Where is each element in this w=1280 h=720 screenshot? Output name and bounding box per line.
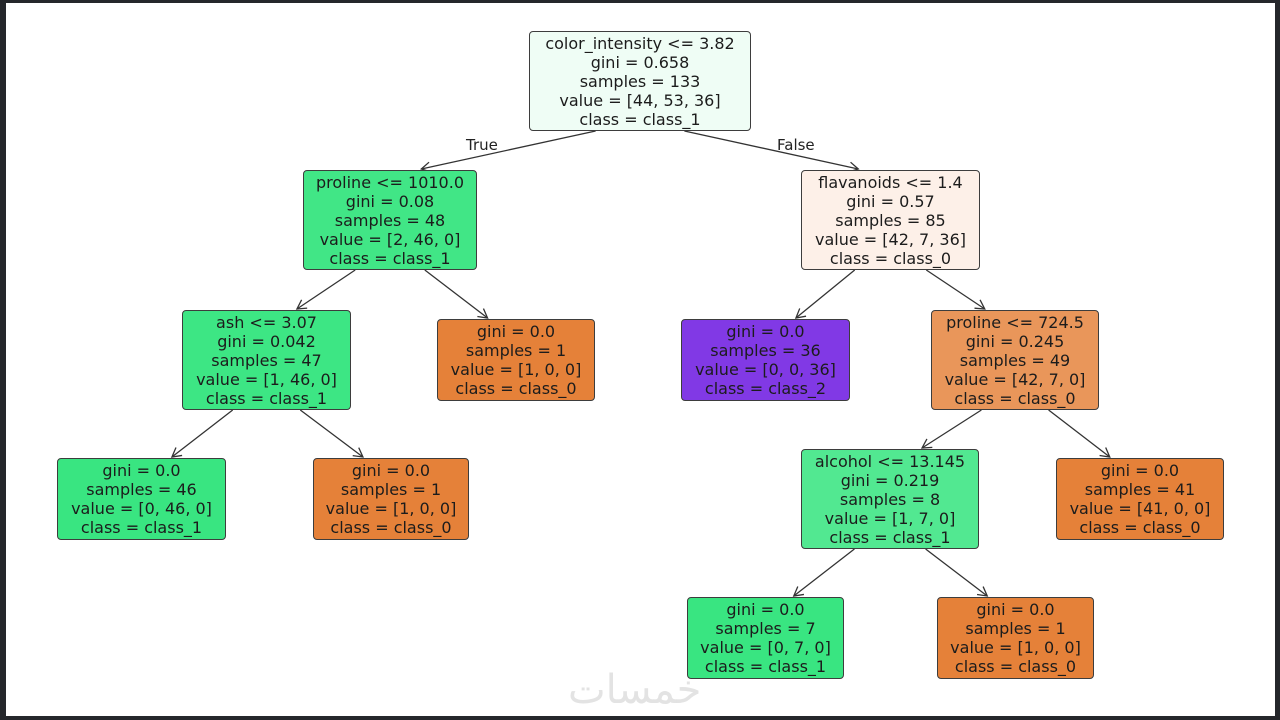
node-text-line: alcohol <= 13.145 [814, 451, 966, 471]
node-text-line: value = [1, 0, 0] [450, 360, 582, 379]
node-text-line: proline <= 724.5 [946, 312, 1084, 332]
node-text-line: class = class_1 [80, 518, 203, 537]
node-text-line: value = [0, 0, 36] [695, 360, 836, 379]
node-text-line: samples = 85 [835, 210, 946, 230]
tree-edge [299, 409, 364, 458]
node-text-line: gini = 0.57 [846, 191, 935, 211]
node-text-line: samples = 47 [211, 350, 322, 370]
node-text-line: gini = 0.0 [726, 322, 805, 341]
node-text-line: value = [0, 7, 0] [700, 638, 831, 657]
node-text-line: value = [2, 46, 0] [319, 229, 461, 249]
tree-edges [170, 130, 1111, 597]
node-text-line: class = class_1 [205, 388, 328, 408]
tree-edge [684, 130, 860, 173]
tree-edge [792, 548, 855, 597]
node-text-line: samples = 133 [579, 71, 701, 91]
node-text-line: class = class_1 [829, 527, 951, 547]
tree-edge [295, 269, 356, 310]
edge-label-false: False [777, 136, 815, 154]
node-text-line: class = class_0 [330, 518, 452, 537]
node-text-line: value = [1, 0, 0] [325, 499, 457, 518]
tree-edge [925, 269, 986, 310]
node-text-line: gini = 0.658 [590, 52, 690, 72]
node-text-line: gini = 0.219 [840, 470, 940, 490]
node-text-line: gini = 0.0 [1100, 461, 1180, 480]
node-text-line: class = class_1 [579, 109, 701, 129]
node-text-line: samples = 8 [839, 489, 941, 509]
node-text-line: value = [42, 7, 36] [814, 229, 966, 249]
node-text-line: gini = 0.0 [102, 461, 181, 480]
node-text-line: class = class_0 [455, 379, 577, 398]
node-text-line: gini = 0.0 [976, 600, 1055, 619]
node-text-line: gini = 0.245 [965, 331, 1065, 351]
tree-edge [424, 269, 489, 319]
node-text-line: gini = 0.042 [217, 331, 316, 351]
node-text-line: samples = 48 [334, 210, 446, 230]
node-text-line: value = [1, 0, 0] [950, 638, 1081, 657]
tree-edge [920, 409, 982, 449]
node-text-line: samples = 7 [715, 619, 816, 638]
node-text-line: gini = 0.0 [351, 461, 431, 480]
node-text-line: value = [0, 46, 0] [71, 499, 212, 518]
node-text-line: flavanoids <= 1.4 [818, 172, 963, 192]
node-text-line: value = [1, 46, 0] [196, 369, 337, 389]
node-text-line: class = class_0 [954, 388, 1076, 408]
node-text-line: class = class_0 [829, 248, 952, 268]
watermark: خمسات [568, 667, 702, 713]
node-text-line: gini = 0.0 [726, 600, 805, 619]
edge-label-true: True [466, 136, 498, 154]
node-text-line: ash <= 3.07 [216, 312, 317, 332]
tree-edge [170, 409, 234, 458]
node-text-line: gini = 0.0 [476, 322, 556, 341]
node-text-line: value = [44, 53, 36] [559, 90, 721, 110]
tree-edge [794, 269, 856, 319]
node-text-line: proline <= 1010.0 [315, 172, 464, 192]
node-text-line: samples = 41 [1084, 480, 1196, 499]
node-text-line: class = class_0 [954, 657, 1077, 676]
node-text-line: class = class_0 [1079, 518, 1201, 537]
node-text-line: value = [41, 0, 0] [1069, 499, 1211, 518]
node-text-line: gini = 0.08 [345, 191, 435, 211]
node-text-line: samples = 1 [965, 619, 1066, 638]
node-text-line: samples = 1 [340, 480, 442, 499]
tree-edge [420, 130, 596, 173]
tree-edge [1048, 409, 1111, 458]
node-text-line: samples = 36 [710, 341, 821, 360]
node-text-line: samples = 46 [86, 480, 197, 499]
node-text-line: samples = 1 [465, 341, 567, 360]
node-text-line: class = class_1 [704, 657, 827, 676]
node-text-line: value = [1, 7, 0] [824, 508, 956, 528]
node-text-line: class = class_2 [704, 379, 827, 398]
node-text-line: color_intensity <= 3.82 [545, 33, 735, 53]
node-text-line: class = class_1 [329, 248, 451, 268]
node-text-line: samples = 49 [959, 350, 1071, 370]
tree-edge [925, 548, 989, 597]
node-text-line: value = [42, 7, 0] [944, 369, 1086, 389]
